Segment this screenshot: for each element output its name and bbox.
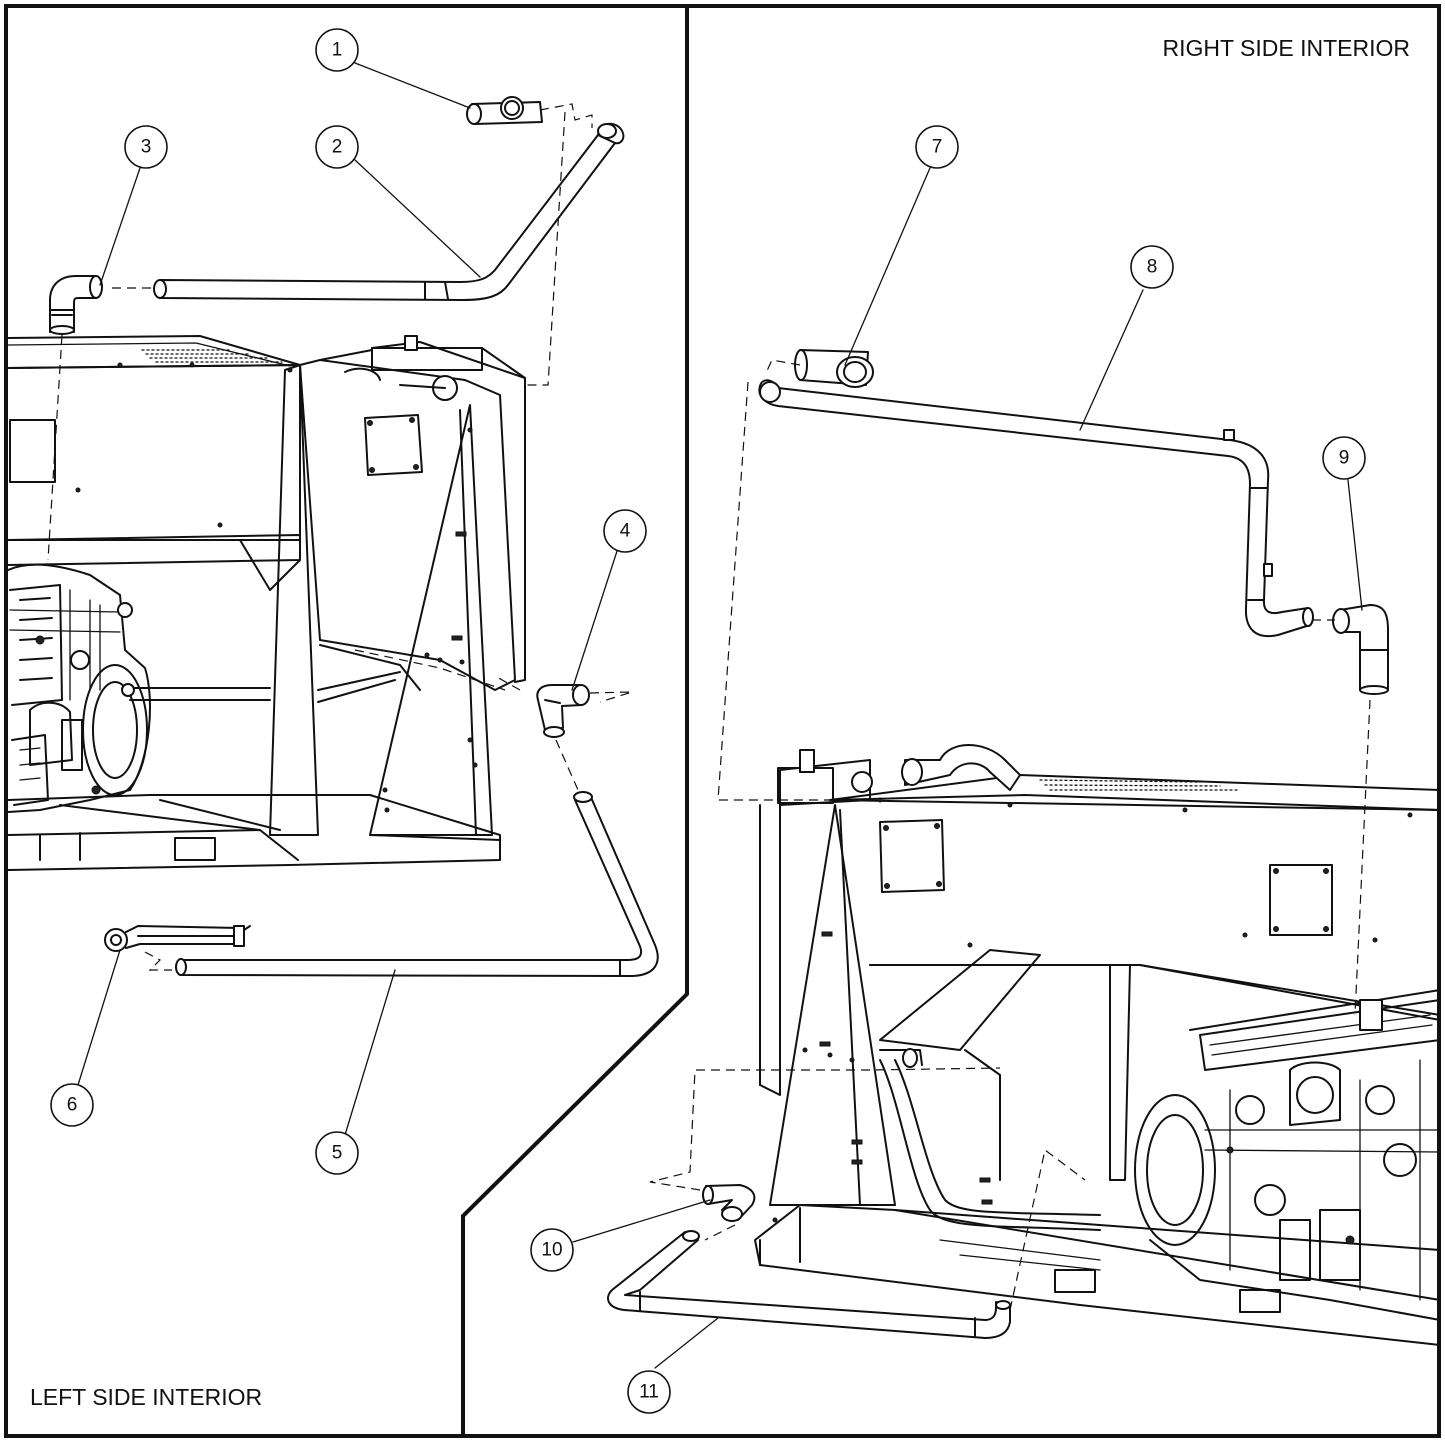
svg-text:9: 9 — [1339, 448, 1350, 469]
svg-text:6: 6 — [67, 1095, 78, 1116]
right-panel-title: RIGHT SIDE INTERIOR — [1163, 35, 1411, 61]
part-9-elbow — [1332, 604, 1389, 695]
callout-11: 11 — [627, 1370, 671, 1414]
callout-4: 4 — [603, 509, 647, 553]
callout-8: 8 — [1130, 245, 1174, 289]
part-4-elbow — [536, 684, 590, 738]
svg-text:5: 5 — [332, 1143, 343, 1164]
callout-7: 7 — [915, 125, 959, 169]
left-enclosure — [7, 62, 659, 1136]
callout-9: 9 — [1322, 436, 1366, 480]
part-7-coupler — [794, 349, 874, 388]
svg-text:1: 1 — [332, 40, 343, 61]
svg-text:11: 11 — [639, 1382, 659, 1403]
callout-3: 3 — [124, 125, 168, 169]
roof-vent — [141, 349, 283, 363]
callout-1: 1 — [315, 28, 359, 72]
callout-6: 6 — [50, 1083, 94, 1127]
part-8-pipe — [758, 379, 1314, 638]
panel-divider — [461, 6, 689, 1436]
part-3-elbow — [49, 275, 103, 335]
part-11-pipe — [607, 1230, 1011, 1339]
right-enclosure — [572, 167, 1441, 1369]
svg-text:8: 8 — [1147, 257, 1158, 278]
svg-text:10: 10 — [541, 1240, 562, 1261]
outer-frame — [4, 4, 1441, 1438]
part-6-heater — [104, 925, 251, 952]
callout-2: 2 — [315, 125, 359, 169]
svg-text:7: 7 — [932, 137, 943, 158]
part-10-elbow — [702, 1184, 756, 1222]
part-1-coupler — [466, 96, 543, 125]
callout-5: 5 — [315, 1131, 359, 1175]
part-2-pipe — [153, 122, 625, 301]
svg-text:2: 2 — [332, 137, 343, 158]
svg-text:4: 4 — [620, 521, 631, 542]
right-engine — [1134, 989, 1441, 1321]
left-engine — [7, 563, 151, 813]
svg-text:3: 3 — [141, 137, 152, 158]
left-panel-title: LEFT SIDE INTERIOR — [30, 1384, 262, 1410]
callout-10: 10 — [530, 1228, 574, 1272]
part-5-pipe — [175, 791, 659, 977]
